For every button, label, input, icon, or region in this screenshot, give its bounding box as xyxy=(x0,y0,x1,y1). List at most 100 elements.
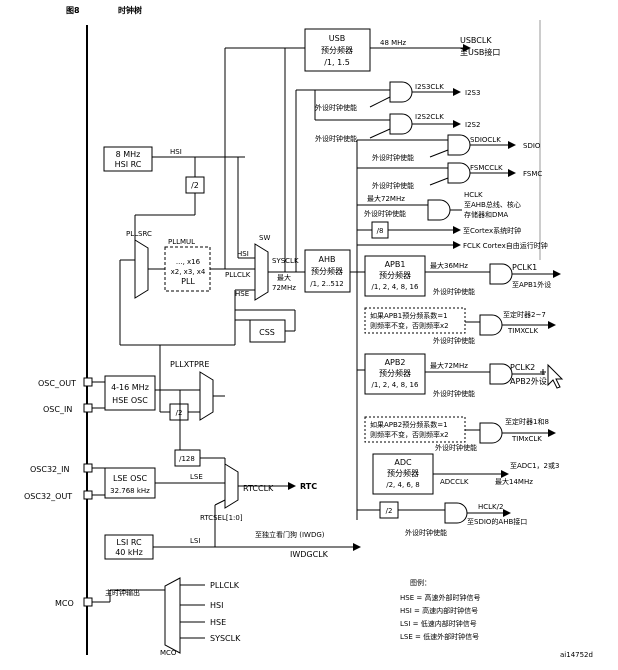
fsmc-label: FSMC xyxy=(523,170,542,178)
lsi-signal: LSI xyxy=(190,537,200,545)
tim18-clk: TIMxCLK xyxy=(511,435,542,443)
hclk2-label: HCLK/2 xyxy=(478,503,503,511)
usbclk-label: USBCLK xyxy=(460,36,492,45)
ahb-label: AHB xyxy=(319,255,336,264)
osc32-in-pin xyxy=(83,463,93,473)
sdio-enable: 外设时钟使能 xyxy=(372,153,414,162)
i2s2-label: I2S2 xyxy=(465,121,480,129)
pllxtpre-mux xyxy=(199,371,214,421)
tim27-enable: 外设时钟使能 xyxy=(433,336,475,345)
mco-output-label: 主时钟输出 xyxy=(105,588,140,597)
usb-dest-label: 至USB接口 xyxy=(460,47,500,57)
lsi-rc-box xyxy=(104,534,154,560)
mco-mux-label: MCO xyxy=(160,649,177,657)
osc32-out-pin xyxy=(83,490,93,500)
osc-in-label: OSC_IN xyxy=(43,405,72,414)
osc32-out-label: OSC32_OUT xyxy=(24,492,72,501)
legend-title: 图例： xyxy=(410,578,431,587)
fclk-label: FCLK Cortex自由运行时钟 xyxy=(463,241,548,250)
pllmul-x16: ..., x16 xyxy=(176,258,201,266)
sw-mux xyxy=(254,243,269,301)
tim18-gate xyxy=(479,422,503,444)
apb2-enable: 外设时钟使能 xyxy=(433,389,475,398)
i2s3clk-label: I2S3CLK xyxy=(415,83,444,91)
move-cursor-icon xyxy=(540,369,546,375)
div8-label: /8 xyxy=(377,227,384,235)
pllmul-box xyxy=(164,246,211,292)
tim27-gate xyxy=(479,314,503,336)
apb1-label: APB1 xyxy=(385,260,406,269)
sdio-gate xyxy=(447,134,471,156)
hclk-label: HCLK xyxy=(464,191,483,199)
hsi-rc-box xyxy=(103,146,153,172)
tim-note1-l1: 如果APB1预分频系数=1 xyxy=(370,311,448,320)
div2-hsi-label: /2 xyxy=(191,181,199,190)
iwdgclk-label: IWDGCLK xyxy=(290,550,329,559)
mco-in-pllclk: PLLCLK xyxy=(210,581,240,590)
div128-label: /128 xyxy=(179,455,195,463)
hclk2-gate xyxy=(444,502,468,524)
mouse-cursor-icon xyxy=(547,363,564,389)
usb-label: USB xyxy=(329,34,345,43)
hsi-rc-label: HSI RC xyxy=(115,160,142,169)
tim18-label: 至定时器1和8 xyxy=(505,417,549,426)
adc-max: 最大14MHz xyxy=(495,477,533,486)
tim-note1-box xyxy=(364,307,466,334)
tim-note2-l1: 如果APB2预分频系数=1 xyxy=(370,420,448,429)
tim-note1-l2: 则频率不变，否则频率x2 xyxy=(370,321,449,330)
hsi-sw-signal: HSI xyxy=(237,250,249,258)
div2-hse-label: /2 xyxy=(176,409,183,417)
max72-apb2: 最大72MHz xyxy=(430,361,468,370)
tim18-enable: 外设时钟使能 xyxy=(435,443,477,452)
figure-title: 时钟树 xyxy=(118,5,142,15)
iwdg-dest: 至独立看门狗 (IWDG) xyxy=(255,530,325,539)
hclk2-dest: 至SDIO的AHB接口 xyxy=(467,517,527,526)
fsmc-enable: 外设时钟使能 xyxy=(372,181,414,190)
adc-prescaler-label: 预分频器 xyxy=(387,468,419,478)
lse-osc-freq: 32.768 kHz xyxy=(110,487,150,495)
apb2-prescaler-label: 预分频器 xyxy=(379,368,411,378)
pll-label: PLL xyxy=(181,277,195,286)
pclk2-label: PCLK2 xyxy=(510,363,535,372)
lsi-rc-freq: 40 kHz xyxy=(115,548,143,557)
lse-osc-label: LSE OSC xyxy=(113,474,148,483)
apb1-prescaler-label: 预分频器 xyxy=(379,270,411,280)
mco-pin-label: MCO xyxy=(55,599,74,608)
tim-note2-l2: 则频率不变，否则频率x2 xyxy=(370,430,449,439)
apb1-prescaler-box xyxy=(364,255,426,297)
adc-ratio-label: /2, 4, 6, 8 xyxy=(386,481,420,489)
hse-sw-signal: HSE xyxy=(235,290,249,298)
rtc-label: RTC xyxy=(300,482,317,491)
lse-signal: LSE xyxy=(190,473,203,481)
cortex-label: 至Cortex系统时钟 xyxy=(463,226,521,235)
figure-number: 图8 xyxy=(66,6,80,15)
hsi-signal: HSI xyxy=(170,148,182,156)
legend-hse: HSE = 高速外部时钟信号 xyxy=(400,593,480,602)
adc-label: ADC xyxy=(394,458,412,467)
ahb-prescaler-box xyxy=(304,249,351,293)
hclk2-enable: 外设时钟使能 xyxy=(405,528,447,537)
hclk-gate xyxy=(427,199,451,221)
max36-label: 最大36MHz xyxy=(430,261,468,270)
i2s3-enable: 外设时钟使能 xyxy=(315,103,357,112)
hclk-dest1: 至AHB总线、核心 xyxy=(464,200,521,209)
rtcclk-label: RTCCLK xyxy=(243,484,274,493)
usb-prescaler-label: 预分频器 xyxy=(321,45,353,55)
max72-hclk: 最大72MHz xyxy=(367,194,405,203)
mco-mux xyxy=(164,577,181,654)
sdio-label: SDIO xyxy=(523,142,541,150)
legend-hsi: HSI = 高速内部时钟信号 xyxy=(400,606,478,615)
i2s3-gate xyxy=(389,81,413,103)
adc-prescaler-box xyxy=(372,453,434,495)
max72-label: 最大 xyxy=(277,273,291,282)
osc-in-pin xyxy=(83,403,93,413)
tim27-clk: TIMXCLK xyxy=(507,327,538,335)
lsi-rc-label: LSI RC xyxy=(116,538,142,547)
apb2-ratio-label: /1, 2, 4, 8, 16 xyxy=(372,381,419,389)
hclk-dest2: 存储器和DMA xyxy=(464,210,508,219)
max72-value: 72MHz xyxy=(272,284,296,292)
sdioclk-label: SDIOCLK xyxy=(470,136,501,144)
apb2-prescaler-box xyxy=(364,353,426,395)
fsmc-gate xyxy=(447,162,471,184)
